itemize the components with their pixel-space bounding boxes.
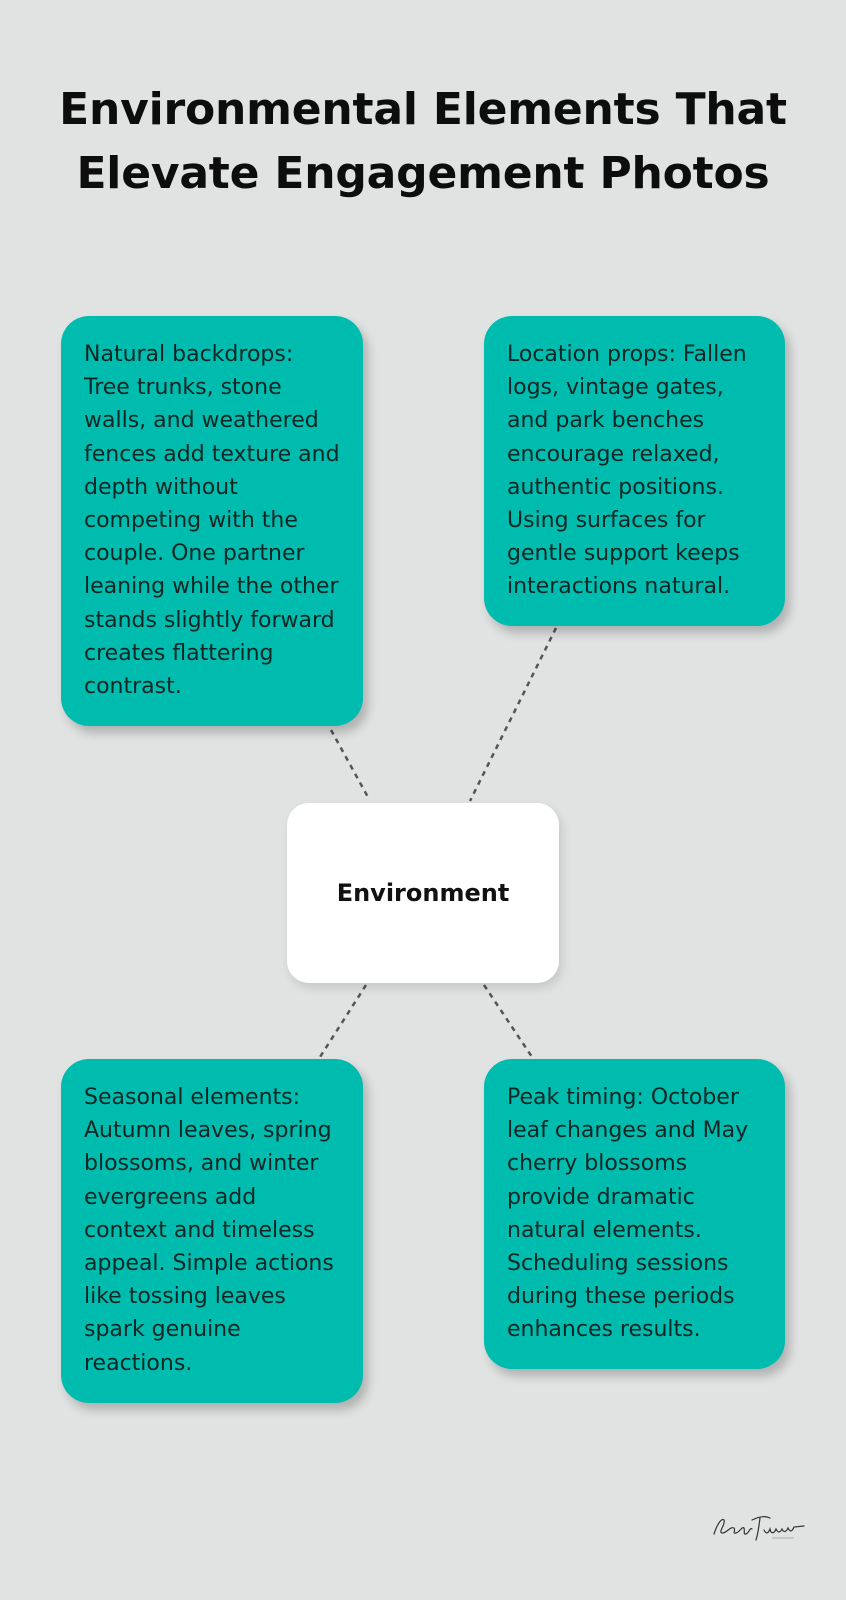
card-location-props: Location props: Fallen logs, vintage gat… xyxy=(484,316,785,626)
card-text: Natural backdrops: Tree trunks, stone wa… xyxy=(84,342,340,700)
card-text: Peak timing: October leaf changes and Ma… xyxy=(507,1085,749,1343)
connector-bottom-right xyxy=(482,984,534,1058)
connector-top-left xyxy=(329,729,371,800)
center-label: Environment xyxy=(336,879,510,907)
card-natural-backdrops: Natural backdrops: Tree trunks, stone wa… xyxy=(61,316,363,726)
connector-top-right xyxy=(468,627,558,802)
center-node: Environment xyxy=(287,803,559,983)
card-peak-timing: Peak timing: October leaf changes and Ma… xyxy=(484,1059,785,1369)
card-seasonal-elements: Seasonal elements: Autumn leaves, spring… xyxy=(61,1059,363,1403)
connector-bottom-left xyxy=(318,984,368,1058)
card-text: Seasonal elements: Autumn leaves, spring… xyxy=(84,1085,334,1376)
page-title: Environmental Elements That Elevate Enga… xyxy=(59,84,787,199)
signature-logo xyxy=(713,1516,805,1541)
card-text: Location props: Fallen logs, vintage gat… xyxy=(507,342,747,600)
